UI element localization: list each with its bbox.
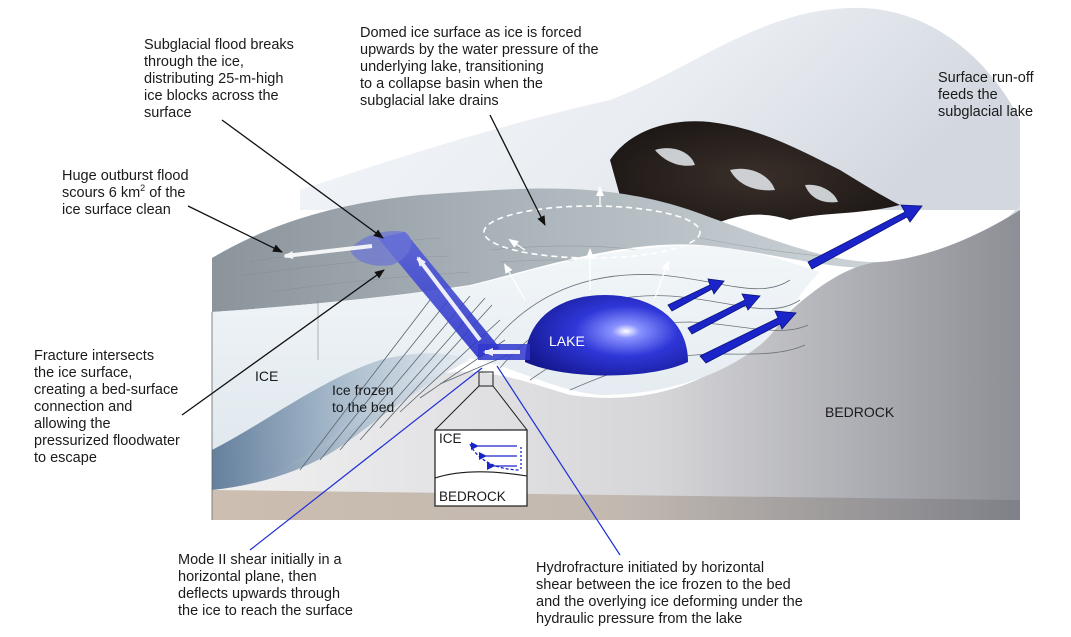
inset-label-ice: ICE — [439, 431, 462, 446]
callout-hydrofracture: Hydrofracture initiated by horizontal sh… — [536, 560, 803, 627]
callout-flood-breaks: Subglacial flood breaks through the ice,… — [144, 37, 294, 121]
subglacial-lake — [525, 295, 688, 376]
bedrock-block — [212, 210, 1020, 520]
callout-leaders-blue — [249, 365, 621, 556]
callout-outburst: Huge outburst flood scours 6 km2 of the … — [62, 168, 189, 219]
shear-inset — [434, 429, 528, 507]
callout-mode2-shear: Mode II shear initially in a horizontal … — [178, 552, 353, 619]
dome-outline — [483, 205, 701, 259]
label-bedrock: BEDROCK — [825, 404, 895, 420]
inset-connector-left — [434, 385, 480, 431]
label-ice-frozen: Ice frozen to the bed — [332, 382, 395, 415]
callout-domed-surface: Domed ice surface as ice is forced upwar… — [360, 25, 599, 109]
bedrock-base — [212, 490, 1020, 520]
flood-flow-arrows — [283, 244, 520, 356]
inset-shear-arrows — [469, 442, 522, 471]
outburst-text-sup: 2 — [140, 183, 146, 194]
rock-snow-patches — [655, 148, 838, 203]
breakout-patch — [350, 230, 412, 266]
snow-hill — [300, 7, 1020, 210]
inset-connector-right — [492, 385, 528, 431]
callout-fracture: Fracture intersects the ice surface, cre… — [34, 348, 180, 466]
callout-leaders — [181, 114, 546, 416]
label-lake: LAKE — [549, 333, 585, 349]
inset-bed-line — [434, 471, 528, 479]
ice-front-face — [212, 245, 820, 490]
callout-runoff: Surface run-off feeds the subglacial lak… — [938, 70, 1034, 120]
runoff-arrows — [667, 204, 923, 364]
inset-label-bedrock: BEDROCK — [439, 489, 506, 504]
label-ice: ICE — [255, 368, 279, 384]
outburst-text-b: of the ice surface clean — [62, 185, 186, 218]
inset-source-box — [478, 371, 494, 387]
uplift-arrows — [504, 186, 670, 301]
outburst-text-a: Huge outburst flood scours 6 km — [62, 168, 189, 201]
ice-wedge — [212, 353, 470, 490]
